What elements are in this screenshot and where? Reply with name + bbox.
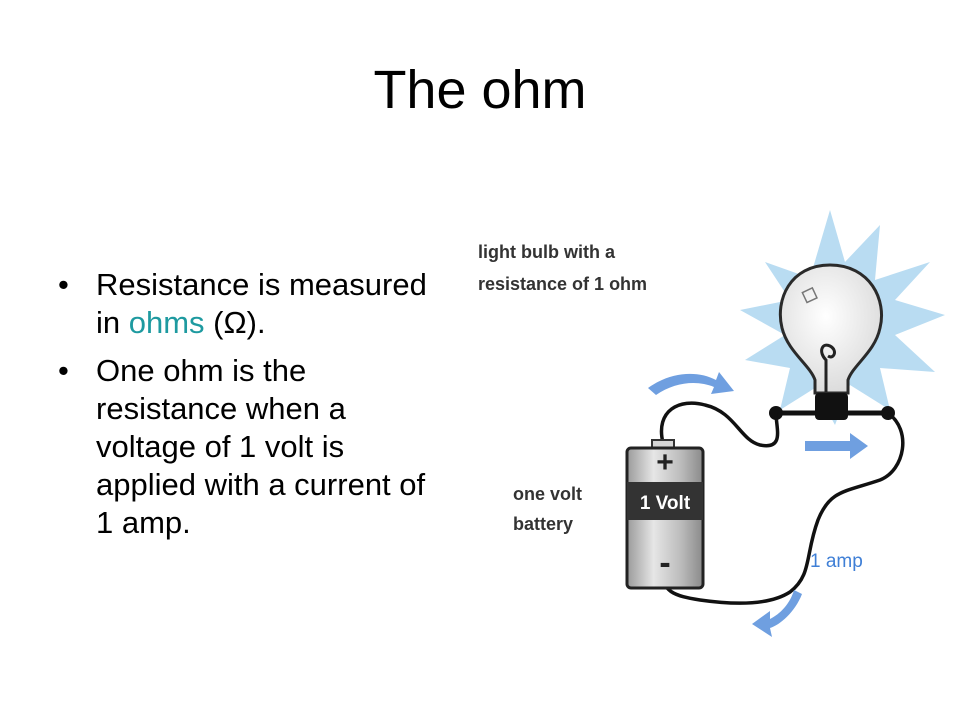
- bulb-label-line2: resistance of 1 ohm: [478, 274, 647, 294]
- bullet-text-part: Resistance is measured in: [96, 267, 427, 340]
- bulb-base: [815, 393, 848, 420]
- current-arrow-top: [648, 372, 734, 395]
- bullet-item-resistance: • Resistance is measured in ohms (Ω).: [58, 266, 438, 342]
- ohms-highlight: ohms: [128, 305, 205, 340]
- bulb-label-line1: light bulb with a: [478, 242, 616, 262]
- battery-minus: -: [659, 544, 670, 582]
- bulb-filament: [820, 343, 836, 392]
- battery-plus: +: [656, 446, 674, 479]
- bullet-list: • Resistance is measured in ohms (Ω). • …: [58, 266, 438, 552]
- circuit-diagram: + 1 Volt - light bulb with a resistance …: [478, 210, 945, 637]
- battery-label-band: [627, 482, 703, 520]
- bullet-item-definition: • One ohm is the resistance when a volta…: [58, 352, 438, 542]
- bullet-text-part: (Ω).: [204, 305, 266, 340]
- wire-return: [660, 411, 905, 605]
- current-label: 1 amp: [810, 551, 863, 572]
- current-arrow-bottom: [752, 590, 802, 637]
- bullet-marker: •: [58, 353, 69, 388]
- battery-label-line2: battery: [513, 514, 573, 534]
- bullet-text: One ohm is the resistance when a voltage…: [96, 353, 426, 540]
- slide-title: The ohm: [373, 60, 587, 120]
- battery-label-line1: one volt: [513, 484, 582, 504]
- wire-top: [659, 401, 780, 448]
- current-arrow-right: [805, 433, 868, 459]
- battery-voltage: 1 Volt: [640, 493, 691, 514]
- bullet-marker: •: [58, 267, 69, 302]
- bulb-highlight: [801, 286, 818, 304]
